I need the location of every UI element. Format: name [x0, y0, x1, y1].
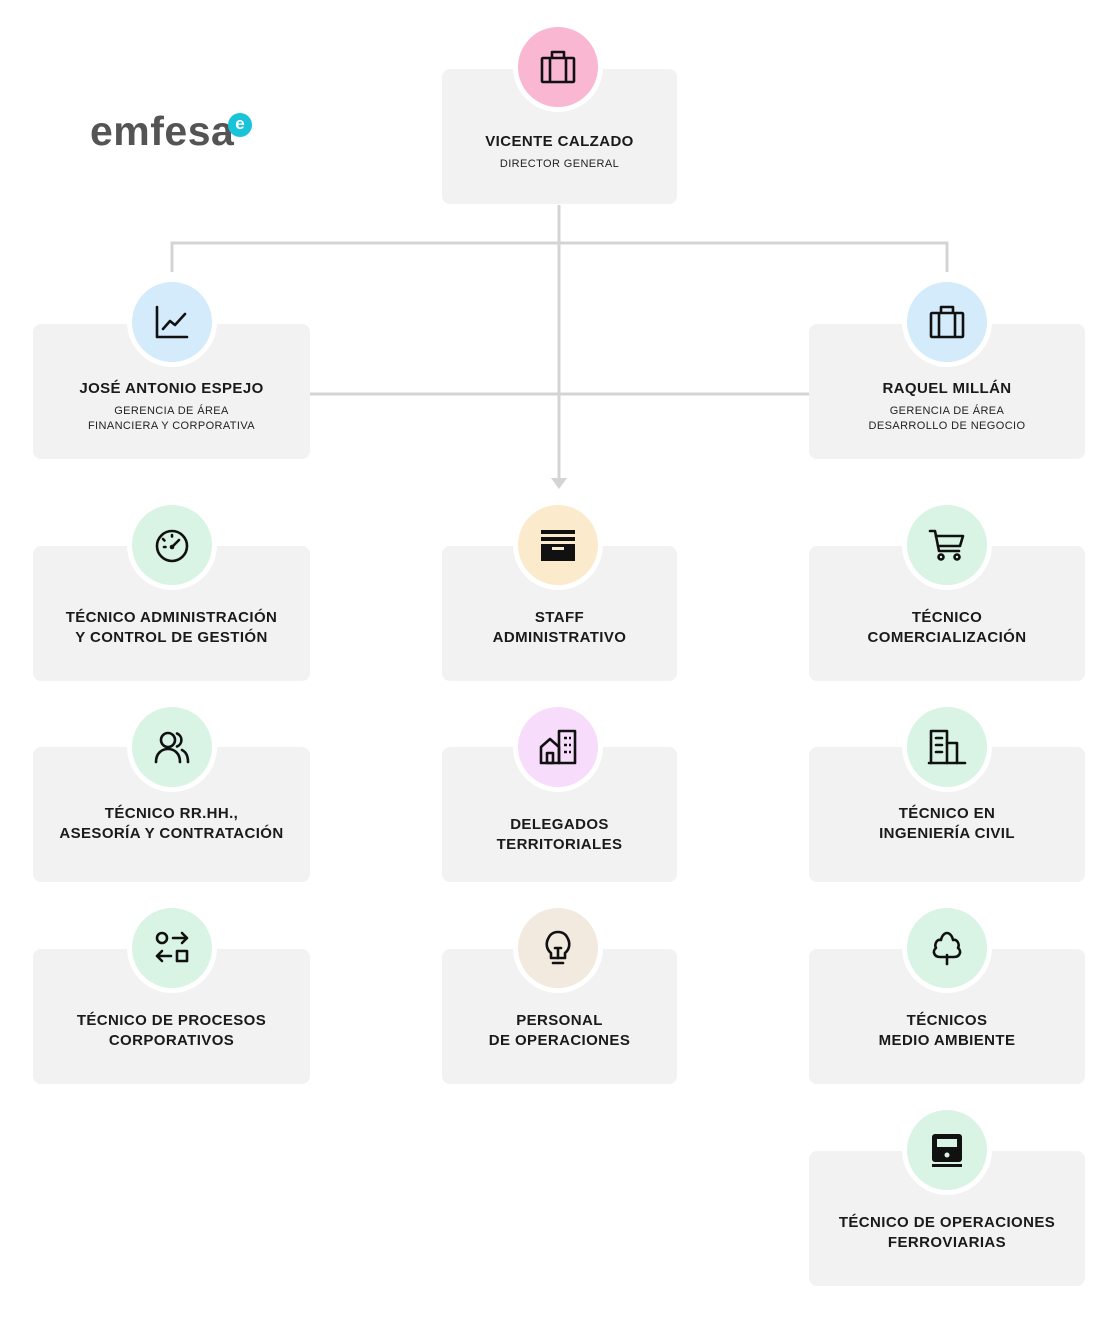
role-title: TÉCNICO EN INGENIERÍA CIVIL: [879, 805, 1015, 842]
manager-role: GERENCIA DE ÁREA DESARROLLO DE NEGOCIO: [868, 405, 1026, 432]
role-avatar: [127, 702, 217, 792]
role-avatar: [127, 903, 217, 993]
gauge-icon: [155, 529, 189, 563]
manager-role: GERENCIA DE ÁREA FINANCIERA Y CORPORATIV…: [87, 405, 256, 432]
tree-icon: [932, 931, 962, 966]
role-avatar: [513, 702, 603, 792]
logo-badge: e: [228, 113, 252, 137]
building-icon: [927, 729, 967, 765]
role-title: TÉCNICO RR.HH., ASESORÍA Y CONTRATACIÓN: [59, 805, 284, 842]
role-card-delegates: DELEGADOS TERRITORIALES: [442, 747, 677, 882]
lightbulb-icon: [545, 930, 571, 965]
role-title: TÉCNICO COMERCIALIZACIÓN: [867, 609, 1027, 646]
role-avatar: [902, 500, 992, 590]
chart-line-icon: [155, 305, 189, 339]
train-icon: [932, 1134, 962, 1167]
role-avatar: [902, 702, 992, 792]
manager-name: JOSÉ ANTONIO ESPEJO: [79, 380, 264, 397]
briefcase-icon: [929, 305, 965, 339]
logo-wordmark: emfesa: [90, 108, 235, 154]
emfesa-logo: emfesa e: [90, 108, 260, 178]
role-avatar: [513, 903, 603, 993]
archive-icon: [541, 530, 575, 561]
role-title: TÉCNICOS MEDIO AMBIENTE: [878, 1012, 1016, 1049]
manager-avatar-finance: [127, 277, 217, 367]
shopping-cart-icon: [928, 529, 965, 561]
buildings-icon: [539, 729, 577, 765]
director-avatar: [513, 22, 603, 112]
role-title: TÉCNICO DE PROCESOS CORPORATIVOS: [76, 1012, 267, 1049]
role-avatar: [902, 903, 992, 993]
director-role: DIRECTOR GENERAL: [499, 158, 620, 170]
role-avatar: [902, 1105, 992, 1195]
connector-arrowhead: [551, 478, 567, 489]
role-title: DELEGADOS TERRITORIALES: [496, 816, 623, 853]
manager-name: RAQUEL MILLÁN: [882, 380, 1012, 397]
role-title: TÉCNICO ADMINISTRACIÓN Y CONTROL DE GEST…: [65, 609, 278, 646]
director-name: VICENTE CALZADO: [485, 133, 634, 150]
role-title: STAFF ADMINISTRATIVO: [492, 609, 627, 646]
shapes-exchange-icon: [155, 931, 189, 963]
users-icon: [154, 731, 190, 764]
role-card-hr: TÉCNICO RR.HH., ASESORÍA Y CONTRATACIÓN: [33, 747, 310, 882]
role-avatar: [127, 500, 217, 590]
role-title: TÉCNICO DE OPERACIONES FERROVIARIAS: [838, 1214, 1056, 1251]
briefcase-icon: [540, 50, 576, 84]
role-title: PERSONAL DE OPERACIONES: [488, 1012, 631, 1049]
role-avatar: [513, 500, 603, 590]
manager-avatar-business: [902, 277, 992, 367]
